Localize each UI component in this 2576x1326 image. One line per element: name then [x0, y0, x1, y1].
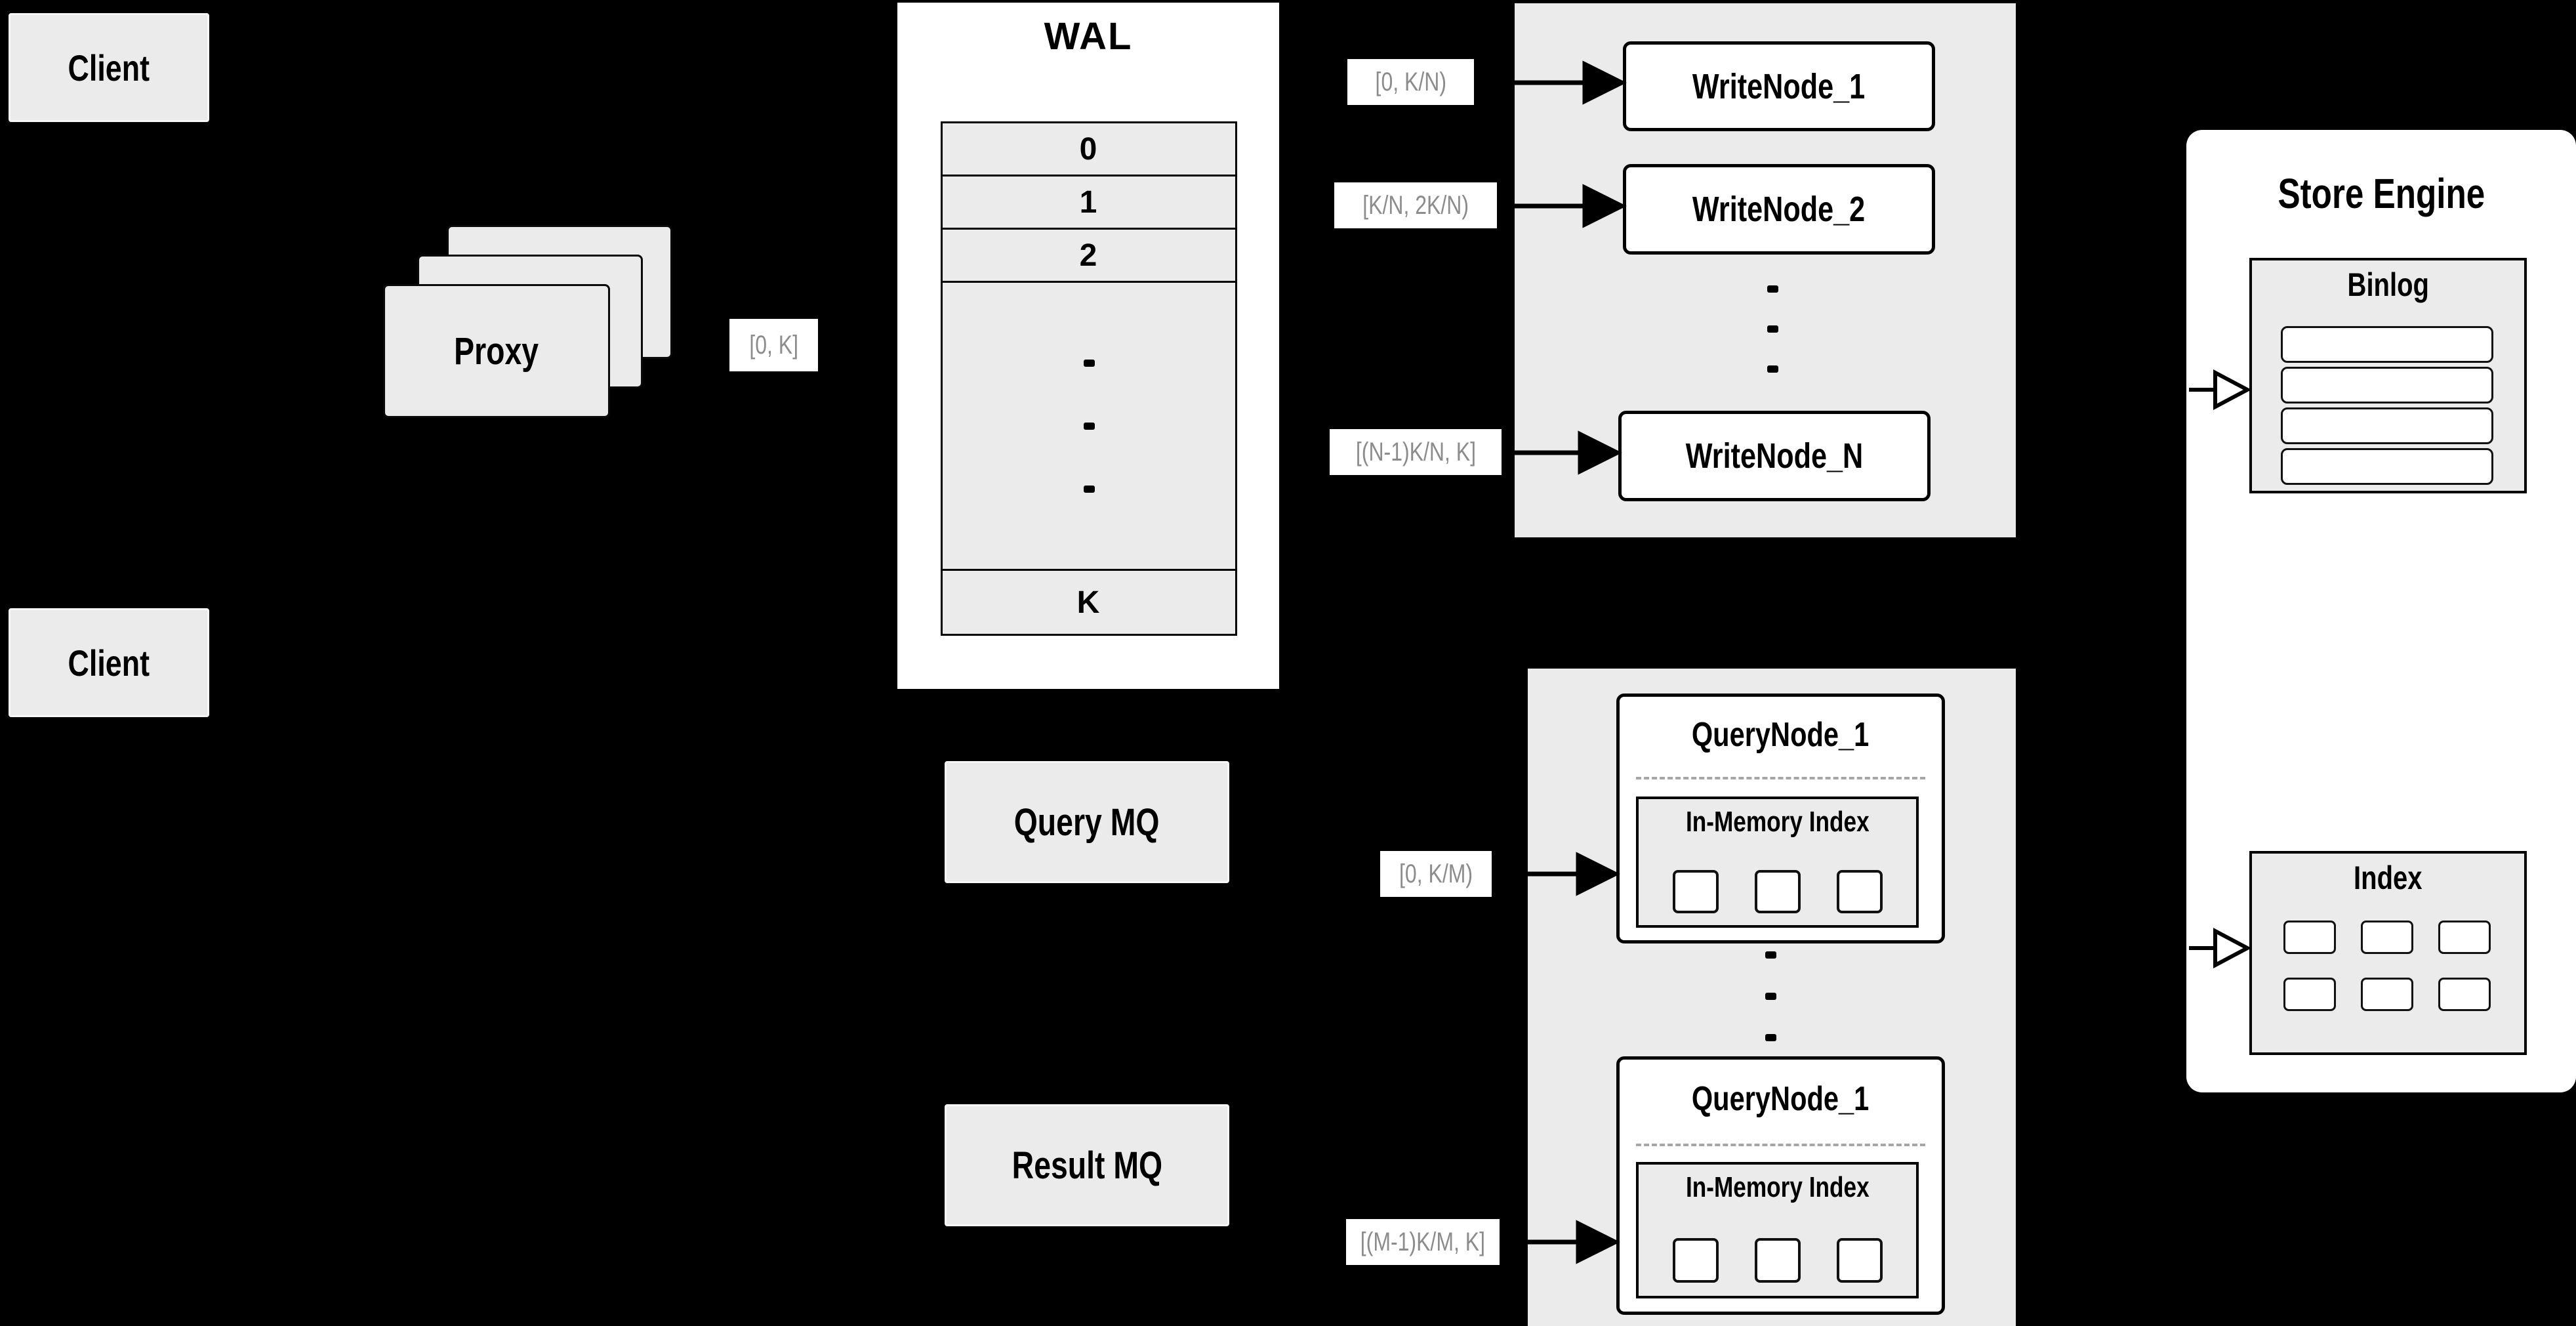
store-engine-title-text: Store Engine — [2278, 170, 2485, 217]
binlog-bar — [2281, 326, 2493, 363]
range-label-text: [0, K/M) — [1399, 859, 1473, 888]
memory-segment — [1672, 870, 1719, 913]
binlog-bar — [2281, 448, 2493, 485]
memory-segment — [1754, 870, 1801, 913]
index-title-text: Index — [2354, 860, 2423, 896]
range-label-text: [0, K/N) — [1375, 67, 1446, 96]
in-memory-index-title-text: In-Memory Index — [1685, 806, 1870, 838]
binlog-title: Binlog — [2252, 266, 2524, 304]
vertical-ellipsis — [1765, 951, 1776, 1041]
write-node-2: WriteNode_2 — [1623, 164, 1935, 255]
binlog-bar — [2281, 367, 2493, 404]
write-node-label: WriteNode_N — [1685, 436, 1864, 476]
binlog-box: Binlog — [2249, 258, 2527, 493]
vertical-ellipsis — [1083, 359, 1095, 493]
memory-segments — [1639, 870, 1916, 913]
query-node-title: QueryNode_1 — [1620, 715, 1942, 755]
store-engine-panel: Store Engine Binlog Index — [2186, 130, 2576, 1092]
dashed-divider — [1636, 1144, 1925, 1146]
wal-title: WAL — [1044, 15, 1133, 58]
wal-segment-1: 1 — [941, 175, 1237, 230]
proxy-label: Proxy — [454, 329, 539, 373]
client-label: Client — [68, 642, 150, 684]
range-label-write-1: [0, K/N) — [1347, 59, 1474, 105]
index-box: Index — [2249, 851, 2527, 1055]
range-label-query-m: [(M-1)K/M, K] — [1346, 1219, 1500, 1265]
proxy-box: Proxy — [383, 284, 610, 418]
query-node-group: QueryNode_1 In-Memory Index QueryNode_1 — [1528, 669, 2016, 1326]
wal-segment-k: K — [941, 569, 1237, 636]
write-node-group: WriteNode_1 WriteNode_2 WriteNode_N — [1515, 3, 2016, 537]
memory-segment — [1754, 1238, 1801, 1283]
in-memory-index-box: In-Memory Index — [1636, 797, 1919, 928]
client-box-bottom: Client — [9, 608, 209, 717]
in-memory-index-title-text: In-Memory Index — [1685, 1171, 1870, 1203]
range-label-query-1: [0, K/M) — [1380, 851, 1492, 897]
query-node-title-text: QueryNode_1 — [1692, 1080, 1870, 1118]
range-label-proxy-out: [0, K] — [729, 319, 818, 371]
query-node-title: QueryNode_1 — [1620, 1079, 1942, 1119]
wal-ellipsis-cell — [941, 281, 1237, 571]
result-mq-label: Result MQ — [1012, 1144, 1162, 1187]
index-cell — [2283, 978, 2336, 1011]
range-label-text: [K/N, 2K/N) — [1362, 190, 1469, 220]
write-node-label: WriteNode_1 — [1692, 66, 1866, 106]
client-box-top: Client — [9, 13, 209, 122]
wal-panel: WAL 0 1 2 K — [897, 3, 1279, 689]
range-label-text: [(N-1)K/N, K] — [1355, 437, 1476, 466]
memory-segment — [1836, 870, 1883, 913]
in-memory-index-title: In-Memory Index — [1639, 1171, 1916, 1204]
result-mq-box: Result MQ — [945, 1104, 1229, 1226]
range-label-write-2: [K/N, 2K/N) — [1334, 182, 1497, 228]
client-label: Client — [68, 47, 150, 89]
write-node-1: WriteNode_1 — [1623, 41, 1935, 131]
query-node-title-text: QueryNode_1 — [1692, 716, 1870, 754]
query-node-top: QueryNode_1 In-Memory Index — [1616, 694, 1945, 943]
index-cell — [2361, 921, 2413, 954]
query-mq-label: Query MQ — [1014, 800, 1160, 844]
wal-segment-0: 0 — [941, 121, 1237, 176]
wal-segment-2: 2 — [941, 228, 1237, 283]
binlog-title-text: Binlog — [2347, 266, 2429, 303]
vertical-ellipsis — [1767, 285, 1778, 373]
range-label-text: [(M-1)K/M, K] — [1360, 1227, 1486, 1256]
store-engine-title: Store Engine — [2186, 169, 2576, 218]
wal-table: 0 1 2 K — [941, 121, 1237, 636]
in-memory-index-box: In-Memory Index — [1636, 1162, 1919, 1298]
in-memory-index-title: In-Memory Index — [1639, 806, 1916, 839]
write-node-label: WriteNode_2 — [1692, 190, 1866, 229]
index-cell — [2438, 978, 2491, 1011]
index-cell — [2283, 921, 2336, 954]
query-node-bottom: QueryNode_1 In-Memory Index — [1616, 1056, 1945, 1315]
index-title: Index — [2252, 859, 2524, 897]
dashed-divider — [1636, 777, 1925, 779]
query-mq-box: Query MQ — [945, 761, 1229, 883]
memory-segments — [1639, 1238, 1916, 1283]
write-node-n: WriteNode_N — [1618, 411, 1931, 501]
range-label-write-n: [(N-1)K/N, K] — [1330, 429, 1502, 475]
memory-segment — [1836, 1238, 1883, 1283]
memory-segment — [1672, 1238, 1719, 1283]
binlog-bar — [2281, 407, 2493, 444]
range-label-text: [0, K] — [749, 330, 798, 360]
index-cell — [2361, 978, 2413, 1011]
index-cell — [2438, 921, 2491, 954]
